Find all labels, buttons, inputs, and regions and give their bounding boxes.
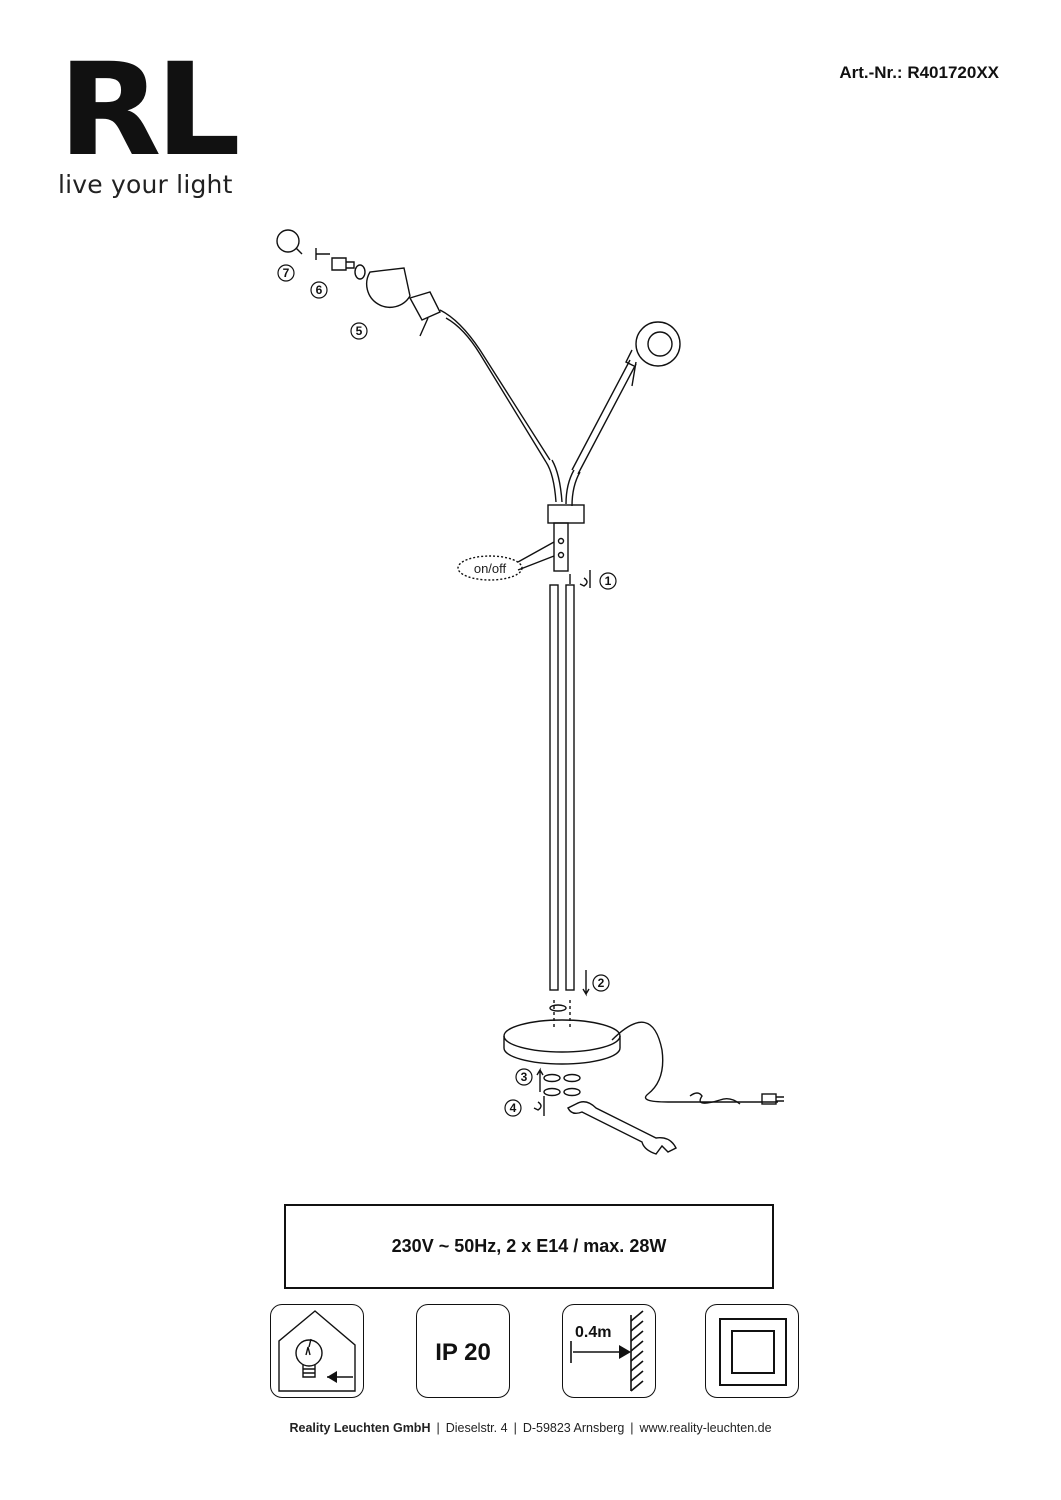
switch-button [557, 537, 565, 545]
rotate-arrow [579, 570, 591, 588]
base-side [503, 1036, 621, 1065]
nut [563, 1087, 581, 1097]
distance-icon: 0.4m [570, 1310, 644, 1392]
shade-left [365, 267, 411, 309]
lampholder-part [331, 257, 355, 271]
down-arrow [582, 970, 590, 997]
reflector-ring [315, 248, 330, 260]
brand-logo: RL live your light [58, 47, 241, 200]
ip-rating-icon: IP 20 [416, 1304, 510, 1398]
switch-label: on/off [474, 561, 507, 576]
indoor-use-icon [270, 1304, 364, 1398]
nut [543, 1087, 561, 1097]
bulb-part [295, 247, 303, 255]
electrical-spec-box: 230V ~ 50Hz, 2 x E14 / max. 28W [284, 1204, 774, 1289]
electrical-spec: 230V ~ 50Hz, 2 x E14 / max. 28W [391, 1236, 667, 1256]
base-top [503, 1019, 621, 1053]
washer [549, 1004, 567, 1012]
step-3-label: 3 [521, 1070, 528, 1084]
shade-left-socket [408, 291, 441, 337]
min-distance-icon: 0.4m [562, 1304, 656, 1398]
step-2-label: 2 [598, 976, 605, 990]
assembly-diagram: 7 6 5 1 2 3 4 on/off [276, 229, 784, 1155]
connector-block [547, 504, 585, 524]
right-gooseneck [565, 469, 581, 507]
company-name: Reality Leuchten GmbH [289, 1421, 431, 1435]
shade-right [635, 321, 681, 367]
double-insulation-icon [719, 1318, 787, 1386]
footer-address: Reality Leuchten GmbH|Dieselstr. 4|D-598… [289, 1421, 772, 1435]
shade-right-inner [647, 331, 673, 357]
logo-mark: RL [58, 36, 241, 185]
cable-coil [689, 1092, 741, 1105]
plug [761, 1093, 777, 1105]
power-cable [611, 1021, 778, 1103]
website-link[interactable]: www.reality-leuchten.de [639, 1421, 772, 1435]
protection-class-icon [705, 1304, 799, 1398]
city: D-59823 Arnsberg [522, 1421, 625, 1435]
up-arrow [536, 1067, 544, 1092]
switch-button [557, 551, 565, 559]
step-1-label: 1 [605, 574, 612, 588]
wrench [567, 1101, 677, 1155]
pole-right [565, 584, 575, 991]
nut [563, 1073, 581, 1083]
left-arm [439, 309, 551, 463]
step-5-label: 5 [356, 324, 363, 338]
switch-housing [553, 522, 569, 572]
left-gooseneck [545, 459, 563, 503]
step-6-label: 6 [316, 283, 323, 297]
nut [543, 1073, 561, 1083]
right-arm [571, 359, 637, 475]
bulb-part [276, 229, 300, 253]
street: Dieselstr. 4 [445, 1421, 508, 1435]
ip-rating-text: IP 20 [435, 1339, 491, 1366]
house-bulb-icon [278, 1310, 356, 1392]
rotate-arrow-4 [533, 1096, 545, 1116]
logo-tagline: live your light [58, 170, 233, 199]
article-number: Art.-Nr.: R401720XX [839, 63, 999, 82]
callout-lines [517, 541, 555, 571]
step-4-label: 4 [510, 1101, 517, 1115]
shade-right-mount [625, 349, 637, 387]
step-7-label: 7 [283, 266, 290, 280]
pole-left [549, 584, 559, 991]
distance-value: 0.4m [575, 1324, 611, 1341]
ring-part [354, 264, 366, 280]
